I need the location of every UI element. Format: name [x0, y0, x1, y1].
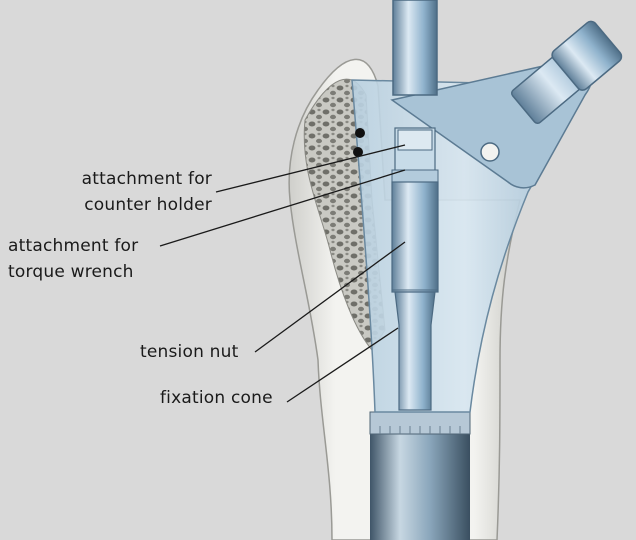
label-torque-wrench-line2: torque wrench — [8, 259, 138, 285]
label-counter-holder-line1: attachment for — [40, 166, 212, 192]
label-torque-wrench: attachment for torque wrench — [8, 233, 138, 285]
label-counter-holder: attachment for counter holder — [40, 166, 212, 218]
tension-nut-shape — [392, 182, 438, 292]
label-fixation-cone: fixation cone — [160, 385, 273, 411]
label-tension-nut: tension nut — [140, 339, 238, 365]
label-counter-holder-line2: counter holder — [40, 192, 212, 218]
pin-dot-upper — [355, 128, 365, 138]
counter-holder-attachment — [398, 130, 432, 150]
neck-hole — [481, 143, 499, 161]
top-rod — [393, 0, 437, 95]
fixation-cone-shape — [395, 292, 435, 410]
label-torque-wrench-line1: attachment for — [8, 233, 138, 259]
